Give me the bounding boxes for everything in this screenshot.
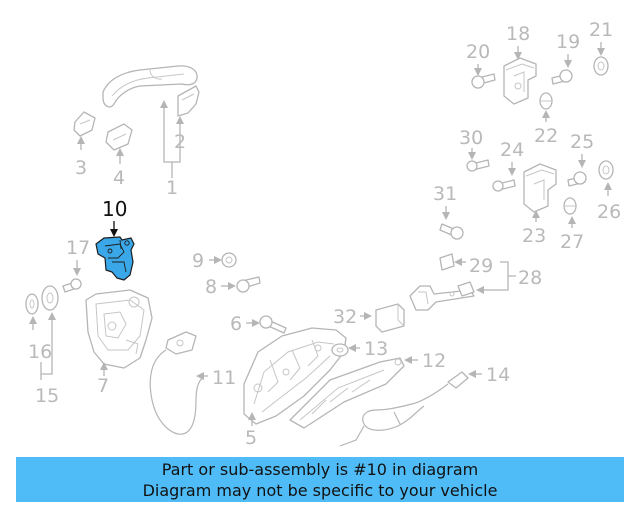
regulator-part-12 [289,357,405,429]
callout-21: 21 [589,19,613,41]
callout-1: 1 [166,177,178,199]
callout-24: 24 [500,139,524,161]
callout-2: 2 [174,131,186,153]
hinge-part-23 [523,163,557,213]
callout-6: 6 [230,313,242,335]
outside-handle-part [102,65,198,108]
bolt-part-24 [492,179,516,192]
bolt-part-31 [439,223,464,240]
bushing-part-27 [563,197,577,215]
callout-17: 17 [66,237,90,259]
washer-part-21 [593,56,609,76]
cable-part-14 [339,371,469,447]
washer-part-15 [41,285,59,311]
callout-13: 13 [364,338,388,360]
callout-19: 19 [556,31,580,53]
callout-18: 18 [506,23,530,45]
highlighted-part-10 [95,236,135,281]
handle-cap-part [177,85,200,117]
banner-line-2: Diagram may not be specific to your vehi… [142,480,498,500]
bolt-part-8 [236,276,261,293]
door-latch-part-7 [85,289,153,369]
callout-14: 14 [486,364,510,386]
callout-9: 9 [192,250,204,272]
callout-20: 20 [466,41,490,63]
bolt-part-6 [259,315,287,334]
callout-10: 10 [102,197,127,221]
callout-3: 3 [75,157,87,179]
cap-part-29 [439,253,455,271]
banner-line-1: Part or sub-assembly is #10 in diagram [161,459,479,479]
callout-12: 12 [422,350,446,372]
callout-28: 28 [518,267,542,289]
block-part-32 [375,303,405,333]
bolt-part-19 [551,69,573,85]
callout-31: 31 [433,183,457,205]
info-banner: Part or sub-assembly is #10 in diagram D… [16,457,624,502]
callout-11: 11 [212,367,236,389]
callout-27: 27 [560,231,584,253]
bolt-part-25 [567,171,587,187]
washer-part-26 [598,160,614,180]
grommet-part-13 [331,343,349,357]
screw-part-17 [62,278,82,293]
washer-part-16 [25,293,39,315]
callout-29: 29 [469,255,493,277]
cable-part-11 [149,331,205,435]
callout-7: 7 [97,375,109,397]
callout-5: 5 [245,427,257,449]
callout-4: 4 [113,167,125,189]
callout-23: 23 [522,225,546,247]
bolt-part-20 [471,73,496,89]
bolt-part-30 [466,159,490,172]
callout-30: 30 [459,127,483,149]
callout-8: 8 [205,276,217,298]
bushing-part-22 [539,92,553,110]
callout-26: 26 [597,201,621,223]
callout-25: 25 [570,131,594,153]
callout-22: 22 [534,125,558,147]
check-strap-part-28 [409,281,475,311]
nut-part-9 [221,252,237,268]
callout-32: 32 [333,306,357,328]
gasket-part-4 [105,123,133,151]
callout-15: 15 [35,385,59,407]
hinge-part-18 [503,57,537,105]
seal-part-3 [73,111,96,137]
callout-16: 16 [28,341,52,363]
